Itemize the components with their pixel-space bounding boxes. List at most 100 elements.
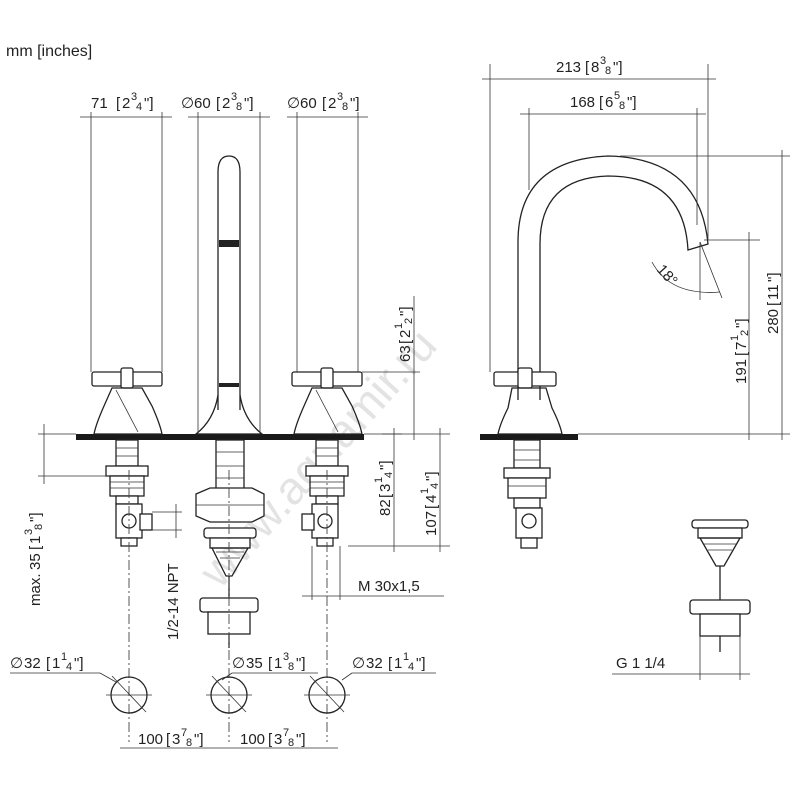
svg-text:∅: ∅ [352, 655, 365, 672]
dim-spacing-right: 100 [ 3 7 8 "] [240, 727, 306, 749]
svg-text:"]: "] [416, 655, 426, 672]
svg-text:∅: ∅ [232, 655, 245, 672]
svg-text:[: [ [166, 731, 171, 748]
svg-text:[: [ [585, 59, 590, 76]
svg-text:1: 1 [394, 655, 402, 672]
dim-overall-reach: 213 [ 8 3 8 "] [556, 55, 623, 77]
svg-text:1: 1 [274, 655, 282, 672]
thread-metric-label: M 30x1,5 [358, 578, 420, 595]
front-view: 71 [ 2 3 4 "] ∅ 60 [ 2 3 8 "] ∅ 60 [ 2 3… [10, 91, 450, 749]
svg-text:2: 2 [328, 95, 336, 112]
svg-text:32: 32 [24, 655, 41, 672]
svg-text:8: 8 [619, 100, 625, 112]
side-deck-plate [480, 434, 578, 440]
svg-text:60: 60 [300, 95, 317, 112]
dim-valve-length: 82 [ 3 1 4 "] [373, 461, 395, 517]
gooseneck-spout [517, 155, 709, 400]
svg-text:1: 1 [419, 488, 431, 494]
svg-text:3: 3 [172, 731, 180, 748]
svg-text:"]: "] [377, 461, 394, 471]
svg-text:"]: "] [27, 513, 44, 523]
svg-text:"]: "] [74, 655, 84, 672]
svg-text:"]: "] [397, 307, 414, 317]
svg-text:[: [ [216, 95, 221, 112]
svg-text:"]: "] [733, 319, 750, 329]
svg-text:[: [ [46, 655, 51, 672]
svg-text:"]: "] [144, 95, 154, 112]
svg-text:"]: "] [350, 95, 360, 112]
svg-text:"]: "] [627, 94, 637, 111]
svg-text:[: [ [27, 545, 44, 550]
svg-text:8: 8 [288, 737, 294, 749]
svg-text:4: 4 [423, 495, 440, 503]
svg-text:3: 3 [131, 91, 137, 103]
svg-text:2: 2 [397, 330, 414, 338]
left-valve-handle [91, 367, 163, 435]
svg-text:8: 8 [186, 737, 192, 749]
dim-handle-width: 71 [ 2 3 4 "] [91, 91, 154, 113]
svg-text:1: 1 [403, 651, 409, 663]
svg-text:7: 7 [181, 727, 187, 739]
svg-text:2: 2 [739, 330, 751, 336]
svg-text:100: 100 [240, 731, 265, 748]
svg-text:[: [ [397, 339, 414, 344]
dim-spout-reach: 168 [ 6 5 8 "] [570, 90, 637, 112]
svg-text:"]: "] [423, 472, 440, 482]
svg-text:7: 7 [283, 727, 289, 739]
svg-text:1: 1 [393, 323, 405, 329]
svg-text:[: [ [388, 655, 393, 672]
svg-text:2: 2 [122, 95, 130, 112]
svg-text:32: 32 [366, 655, 383, 672]
svg-text:"]: "] [765, 273, 782, 283]
svg-text:191: 191 [733, 359, 750, 384]
svg-text:1: 1 [373, 477, 385, 483]
svg-text:35: 35 [27, 553, 44, 570]
svg-text:168: 168 [570, 94, 595, 111]
svg-text:max.: max. [27, 573, 44, 606]
svg-text:8: 8 [591, 59, 599, 76]
svg-text:4: 4 [429, 483, 441, 489]
svg-text:11: 11 [765, 284, 782, 300]
dim-outlet-height: 191 [ 7 1 2 "] [729, 319, 751, 385]
side-view: 213 [ 8 3 8 "] 168 [ 6 5 8 "] 191 [ 7 1 … [480, 55, 790, 549]
svg-text:[: [ [599, 94, 604, 111]
svg-text:63: 63 [397, 345, 414, 362]
dim-handle-height: 63 [ 2 1 2 "] [393, 307, 415, 363]
svg-text:3: 3 [231, 91, 237, 103]
deck-plate [76, 434, 364, 440]
svg-text:3: 3 [600, 55, 606, 67]
svg-text:[: [ [377, 493, 394, 498]
svg-text:3: 3 [274, 731, 282, 748]
svg-text:∅: ∅ [10, 655, 23, 672]
svg-text:"]: "] [296, 655, 306, 672]
svg-text:71: 71 [91, 95, 108, 112]
angle-label: 18° [653, 261, 681, 289]
svg-text:"]: "] [613, 59, 623, 76]
svg-text:[: [ [765, 301, 782, 306]
svg-text:3: 3 [23, 529, 35, 535]
svg-text:4: 4 [136, 101, 142, 113]
label-hole-left: ∅ 32 [ 1 1 4 "] [10, 651, 117, 683]
right-valve-handle [291, 367, 363, 435]
svg-text:[: [ [268, 731, 273, 748]
thread-npt-label: 1/2-14 NPT [165, 563, 182, 640]
svg-text:8: 8 [605, 65, 611, 77]
svg-text:[: [ [116, 95, 121, 112]
svg-text:100: 100 [138, 731, 163, 748]
svg-text:7: 7 [733, 342, 750, 350]
svg-text:"]: "] [296, 731, 306, 748]
spout-front [194, 155, 264, 435]
svg-text:[: [ [322, 95, 327, 112]
svg-text:60: 60 [194, 95, 211, 112]
label-hole-center: ∅ 35 [ 1 3 8 "] [221, 651, 318, 681]
svg-text:∅: ∅ [287, 95, 300, 112]
svg-text:1: 1 [61, 651, 67, 663]
svg-text:3: 3 [337, 91, 343, 103]
label-hole-right: ∅ 32 [ 1 1 4 "] [341, 651, 436, 681]
svg-text:107: 107 [423, 511, 440, 536]
svg-text:∅: ∅ [181, 95, 194, 112]
svg-text:5: 5 [614, 90, 620, 102]
svg-text:"]: "] [244, 95, 254, 112]
svg-text:8: 8 [288, 661, 294, 673]
